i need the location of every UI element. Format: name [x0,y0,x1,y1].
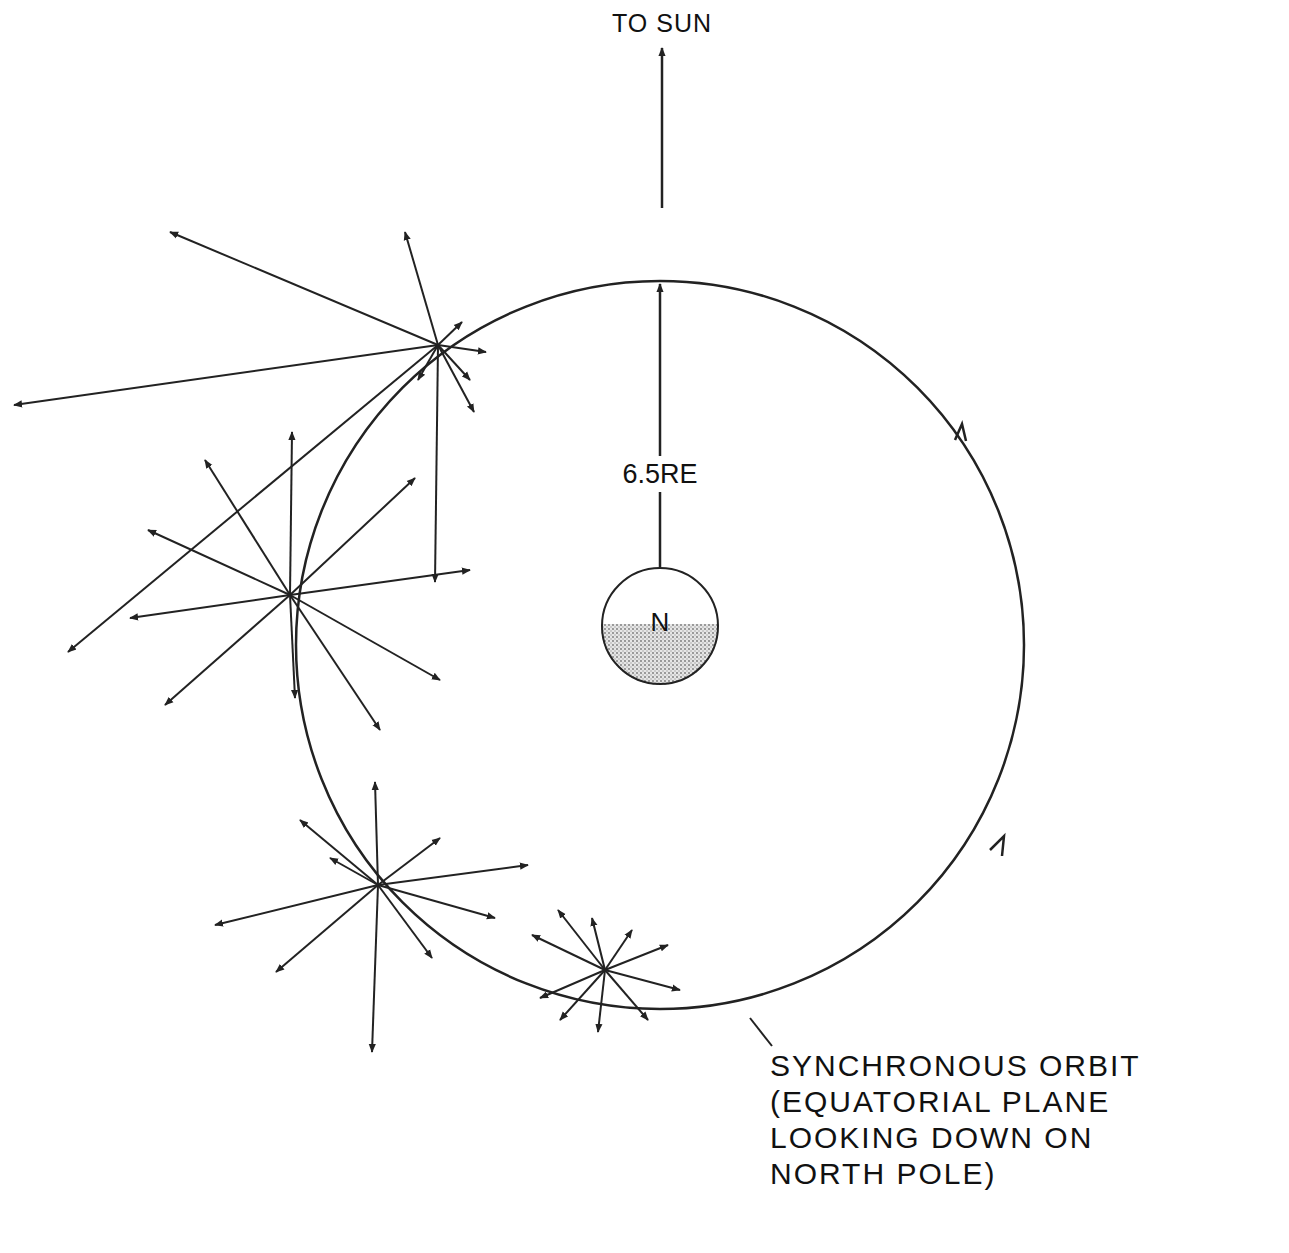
burst-arrow [375,782,378,885]
orbit-caption: SYNCHRONOUS ORBIT (EQUATORIAL PLANE LOOK… [770,1048,1190,1192]
burst-arrow [558,910,605,970]
burst-arrow [14,345,438,405]
pole-label: N [649,609,672,635]
burst-arrow [605,970,680,990]
burst-arrow [148,530,290,595]
burst-arrow [418,345,438,380]
burst-arrow [605,945,668,970]
radius-arrow [659,284,662,567]
burst-arrow [540,970,605,998]
burst-arrow [170,232,438,345]
burst-arrow [592,918,605,970]
burst-arrow [290,432,292,595]
burst-arrow [438,322,462,345]
burst-arrow [372,885,378,1052]
earth-circle: N [601,567,719,685]
burst-arrow [605,970,648,1020]
burst-arrow [378,885,432,958]
burst-arrow [378,885,495,918]
burst-arrow [300,820,378,885]
orbit-direction-arrow [955,424,966,441]
burst-arrow [405,232,438,345]
radius-label: 6.5RE [618,456,701,492]
sun-direction-arrow [661,48,664,208]
burst-arrow [438,345,474,412]
leader-line [750,1018,772,1046]
burst-arrow [290,595,440,680]
burst-arrow [598,970,605,1032]
burst-arrow [290,570,470,595]
burst-arrow [560,970,605,1020]
burst-arrow [290,595,380,730]
particle-bursts [14,232,680,1052]
burst-arrow [330,858,378,885]
orbit-direction-arrow [990,836,1004,856]
burst-arrow [438,345,470,380]
burst-arrow [438,345,486,352]
burst-arrow [68,345,438,652]
burst-arrow [435,345,438,582]
burst-arrow [532,935,605,970]
burst-arrow [290,478,415,595]
burst-arrow [378,865,528,885]
burst-arrow [215,885,378,925]
burst-arrow [130,595,290,618]
earth-night-side [601,624,719,685]
burst-arrow [290,595,295,698]
synchronous-orbit [296,281,1024,1009]
direction-label: TO SUN [612,8,712,38]
burst-arrow [165,595,290,705]
